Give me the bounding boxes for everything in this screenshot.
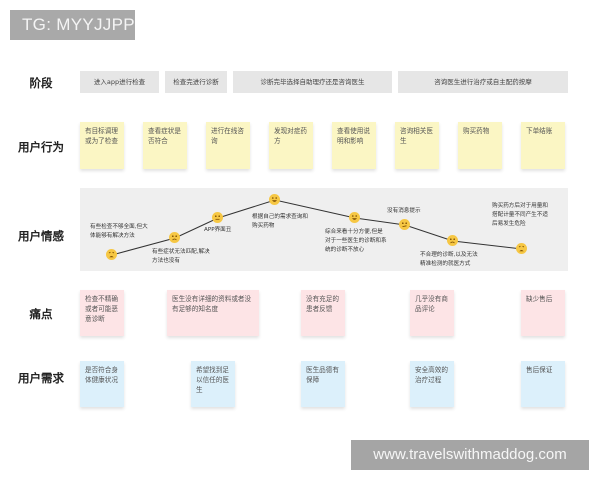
neutral-face-icon (399, 219, 410, 230)
stage-3: 诊断完毕选择自助理疗还是咨询医生 (233, 71, 392, 93)
stage-2: 检查完进行诊断 (165, 71, 227, 93)
behavior-card: 下单结账 (521, 122, 565, 169)
behavior-card: 查看症状是否符合 (143, 122, 187, 169)
row-label-behavior: 用户行为 (18, 140, 64, 154)
emotion-note: 根据自己的需求查询和购买药物 (252, 214, 308, 229)
emotion-note: 有些检查不够全面,但大体能够有解决方法 (90, 224, 148, 239)
pain-point-card: 几乎没有商品评论 (410, 290, 454, 336)
behavior-card: 查看使用说明和影响 (332, 122, 376, 169)
behavior-card: 有目标调理或为了检查 (80, 122, 124, 169)
happy-face-icon (269, 194, 280, 205)
neutral-face-icon (212, 212, 223, 223)
emotion-curve-panel: 有些检查不够全面,但大体能够有解决方法 有些症状无法匹配,解决方法也没有 APP… (80, 188, 568, 271)
row-label-needs: 用户需求 (18, 371, 64, 385)
emotion-note: 有些症状无法匹配,解决方法也没有 (152, 249, 210, 264)
behavior-card: 购买药物 (458, 122, 502, 169)
need-card: 希望找到足以信任的医生 (191, 361, 235, 407)
behavior-card: 咨询相关医生 (395, 122, 439, 169)
need-card: 是否符合身体健康状况 (80, 361, 124, 407)
emotion-note: 综合来看十分方便,但是对于一些医生的诊断和系统的诊断不放心 (325, 229, 387, 253)
emotion-curve-line (111, 199, 523, 256)
sad-face-icon (447, 235, 458, 246)
stage-4: 咨询医生进行治疗或自主配药按摩 (398, 71, 568, 93)
need-card: 售后保证 (521, 361, 565, 407)
stage-1: 进入app进行检查 (80, 71, 159, 93)
watermark-overlay: www.travelswithmaddog.com (351, 440, 589, 470)
pain-point-card: 医生没有详细的资料或者没有足够的知名度 (167, 290, 259, 336)
need-card: 安全高效的治疗过程 (410, 361, 454, 407)
row-label-emotion: 用户情感 (18, 229, 64, 243)
crying-face-icon (106, 249, 117, 260)
emotion-note: APP界面丑 (204, 227, 232, 233)
emotion-note: 没有消息提示 (387, 208, 421, 214)
emotion-note: 购买药方后对于用量和搭配计量不同产生不适后易发生危险 (492, 203, 548, 227)
happy-face-icon (349, 212, 360, 223)
row-label-stage: 阶段 (29, 76, 53, 90)
pain-point-card: 没有充足的患者反馈 (301, 290, 345, 336)
sad-face-icon (169, 232, 180, 243)
crying-face-icon (516, 243, 527, 254)
behavior-card: 进行在线咨询 (206, 122, 250, 169)
pain-point-card: 缺少售后 (521, 290, 565, 336)
row-label-pain: 痛点 (29, 307, 53, 321)
behavior-card: 发现对症药方 (269, 122, 313, 169)
need-card: 医生品德有保障 (301, 361, 345, 407)
pain-point-card: 检查不精确或者可能恶意诊断 (80, 290, 124, 336)
emotion-note: 不合理的诊断,以及无法精准检测的就医方式 (420, 252, 478, 267)
tg-label-overlay: TG: MYYJJPP (10, 10, 135, 40)
